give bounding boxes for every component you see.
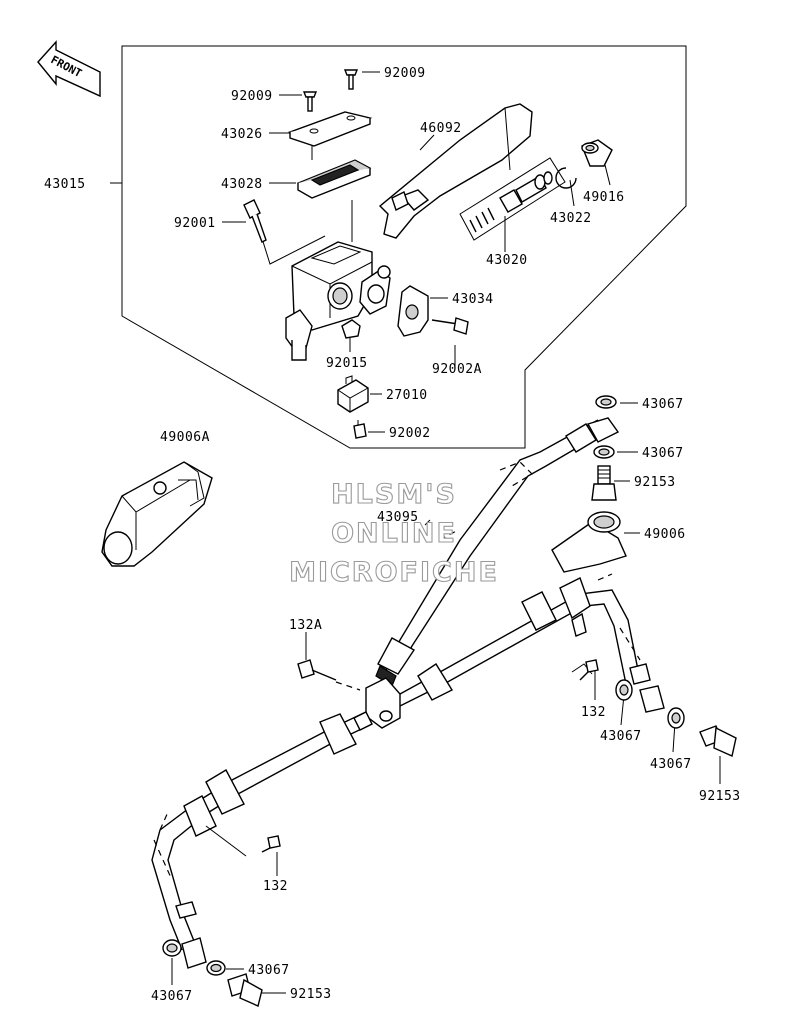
diaphragm-43028 [296, 159, 372, 199]
cover-49006A [101, 461, 213, 567]
callout-49016[interactable]: 49016 [583, 190, 625, 205]
lower-hose-left [151, 711, 373, 969]
front-arrow-icon: FRONT [37, 40, 101, 98]
callout-92009[interactable]: 92009 [231, 89, 273, 104]
callout-43067[interactable]: 43067 [600, 729, 642, 744]
screw-92009-a [343, 69, 359, 90]
screw-92002 [353, 420, 367, 439]
watermark-line-2: ONLINE [331, 518, 457, 549]
circlip-43022 [555, 167, 577, 189]
callout-43067[interactable]: 43067 [151, 989, 193, 1004]
callout-43015[interactable]: 43015 [44, 177, 86, 192]
callout-27010[interactable]: 27010 [386, 388, 428, 403]
callout-43022[interactable]: 43022 [550, 211, 592, 226]
screw-92009-b [302, 91, 318, 112]
bolt-92001 [243, 199, 267, 243]
callout-132[interactable]: 132 [263, 879, 288, 894]
callout-49006A[interactable]: 49006A [160, 430, 210, 445]
banjo-bolt-92153-c [227, 973, 263, 1007]
callout-49006[interactable]: 49006 [644, 527, 686, 542]
callout-92015[interactable]: 92015 [326, 356, 368, 371]
boot-49016 [581, 139, 613, 167]
callout-132A[interactable]: 132A [289, 618, 322, 633]
callout-43095[interactable]: 43095 [377, 510, 419, 525]
banjo-bolt-92153-a [591, 465, 617, 501]
callout-43067[interactable]: 43067 [650, 757, 692, 772]
callout-92153[interactable]: 92153 [290, 987, 332, 1002]
callout-43067[interactable]: 43067 [248, 963, 290, 978]
leader-lines [171, 71, 721, 994]
callout-92001[interactable]: 92001 [174, 216, 216, 231]
bolt-132-b [261, 835, 281, 853]
switch-27010 [337, 375, 369, 413]
nut-92015 [341, 319, 361, 339]
brake-lever-46092 [378, 103, 533, 239]
watermark-line-3: MICROFICHE [289, 557, 499, 588]
master-cylinder-body [285, 241, 391, 361]
callout-92009[interactable]: 92009 [384, 66, 426, 81]
master-cylinder-group-outline [121, 45, 687, 449]
callout-92153[interactable]: 92153 [634, 475, 676, 490]
bolt-132-a [579, 659, 599, 681]
callout-46092[interactable]: 46092 [420, 121, 462, 136]
reservoir-cap-43026 [287, 111, 373, 147]
callout-132[interactable]: 132 [581, 705, 606, 720]
callout-92153[interactable]: 92153 [699, 789, 741, 804]
holder-43034 [397, 285, 429, 337]
callouts: 92009 92009 43026 46092 43015 43028 4901… [44, 66, 741, 1004]
callout-92002A[interactable]: 92002A [432, 362, 482, 377]
callout-43020[interactable]: 43020 [486, 253, 528, 268]
bolt-132A [297, 659, 361, 691]
callout-43026[interactable]: 43026 [221, 127, 263, 142]
piston-kit-43020 [459, 157, 566, 241]
lower-hose-right [399, 573, 665, 713]
joint-block [365, 677, 401, 729]
bolt-92002A [431, 317, 469, 335]
callout-43034[interactable]: 43034 [452, 292, 494, 307]
callout-92002[interactable]: 92002 [389, 426, 431, 441]
cap-49006 [551, 511, 627, 573]
watermark: HLSM'S ONLINE MICROFICHE [289, 478, 499, 588]
watermark-line-1: HLSM'S [331, 479, 457, 510]
callout-43028[interactable]: 43028 [221, 177, 263, 192]
callout-43067[interactable]: 43067 [642, 397, 684, 412]
banjo-bolt-92153-b [699, 725, 737, 757]
callout-43067[interactable]: 43067 [642, 446, 684, 461]
